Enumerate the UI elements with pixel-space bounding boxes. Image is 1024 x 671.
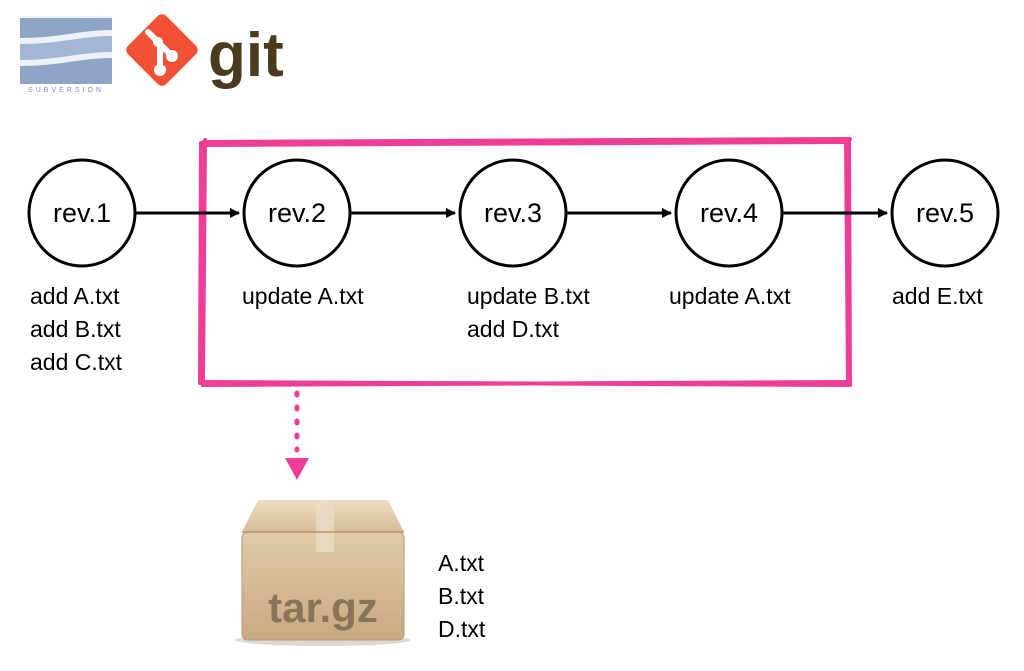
archive-box-icon: tar.gz: [235, 500, 411, 646]
revision-node-5: rev.5: [890, 158, 1000, 268]
change-line: add A.txt: [30, 283, 120, 309]
git-wordmark: git: [208, 21, 284, 90]
revision-node-3: rev.3: [458, 158, 568, 268]
change-line: add C.txt: [30, 349, 123, 375]
rev-label: rev.4: [700, 198, 758, 228]
highlight-box: [198, 137, 852, 387]
rev3-changes: update B.txt add D.txt: [467, 280, 590, 346]
git-diamond-icon: [126, 14, 198, 86]
archive-file: D.txt: [438, 616, 486, 642]
subversion-logo: SUBVERSION: [20, 16, 112, 94]
rev4-changes: update A.txt: [669, 280, 790, 313]
rev2-changes: update A.txt: [242, 280, 363, 313]
change-line: add E.txt: [892, 283, 983, 309]
change-line: add D.txt: [467, 316, 560, 342]
subversion-wordmark: SUBVERSION: [28, 87, 104, 94]
revision-node-4: rev.4: [674, 158, 784, 268]
change-line: update A.txt: [669, 283, 791, 309]
change-line: update A.txt: [242, 283, 364, 309]
rev-label: rev.1: [53, 198, 111, 228]
rev5-changes: add E.txt: [892, 280, 983, 313]
change-line: add B.txt: [30, 316, 121, 342]
git-logo: git: [126, 14, 284, 90]
rev-label: rev.2: [268, 198, 326, 228]
extract-arrow: [285, 390, 309, 480]
rev-label: rev.3: [484, 198, 542, 228]
archive-file-list: A.txt B.txt D.txt: [438, 547, 485, 646]
archive-label: tar.gz: [268, 584, 378, 631]
rev-label: rev.5: [916, 198, 974, 228]
revision-node-1: rev.1: [27, 158, 137, 268]
archive-file: A.txt: [438, 550, 485, 576]
revision-node-2: rev.2: [242, 158, 352, 268]
archive-file: B.txt: [438, 583, 485, 609]
rev1-changes: add A.txt add B.txt add C.txt: [30, 280, 122, 379]
change-line: update B.txt: [467, 283, 590, 309]
